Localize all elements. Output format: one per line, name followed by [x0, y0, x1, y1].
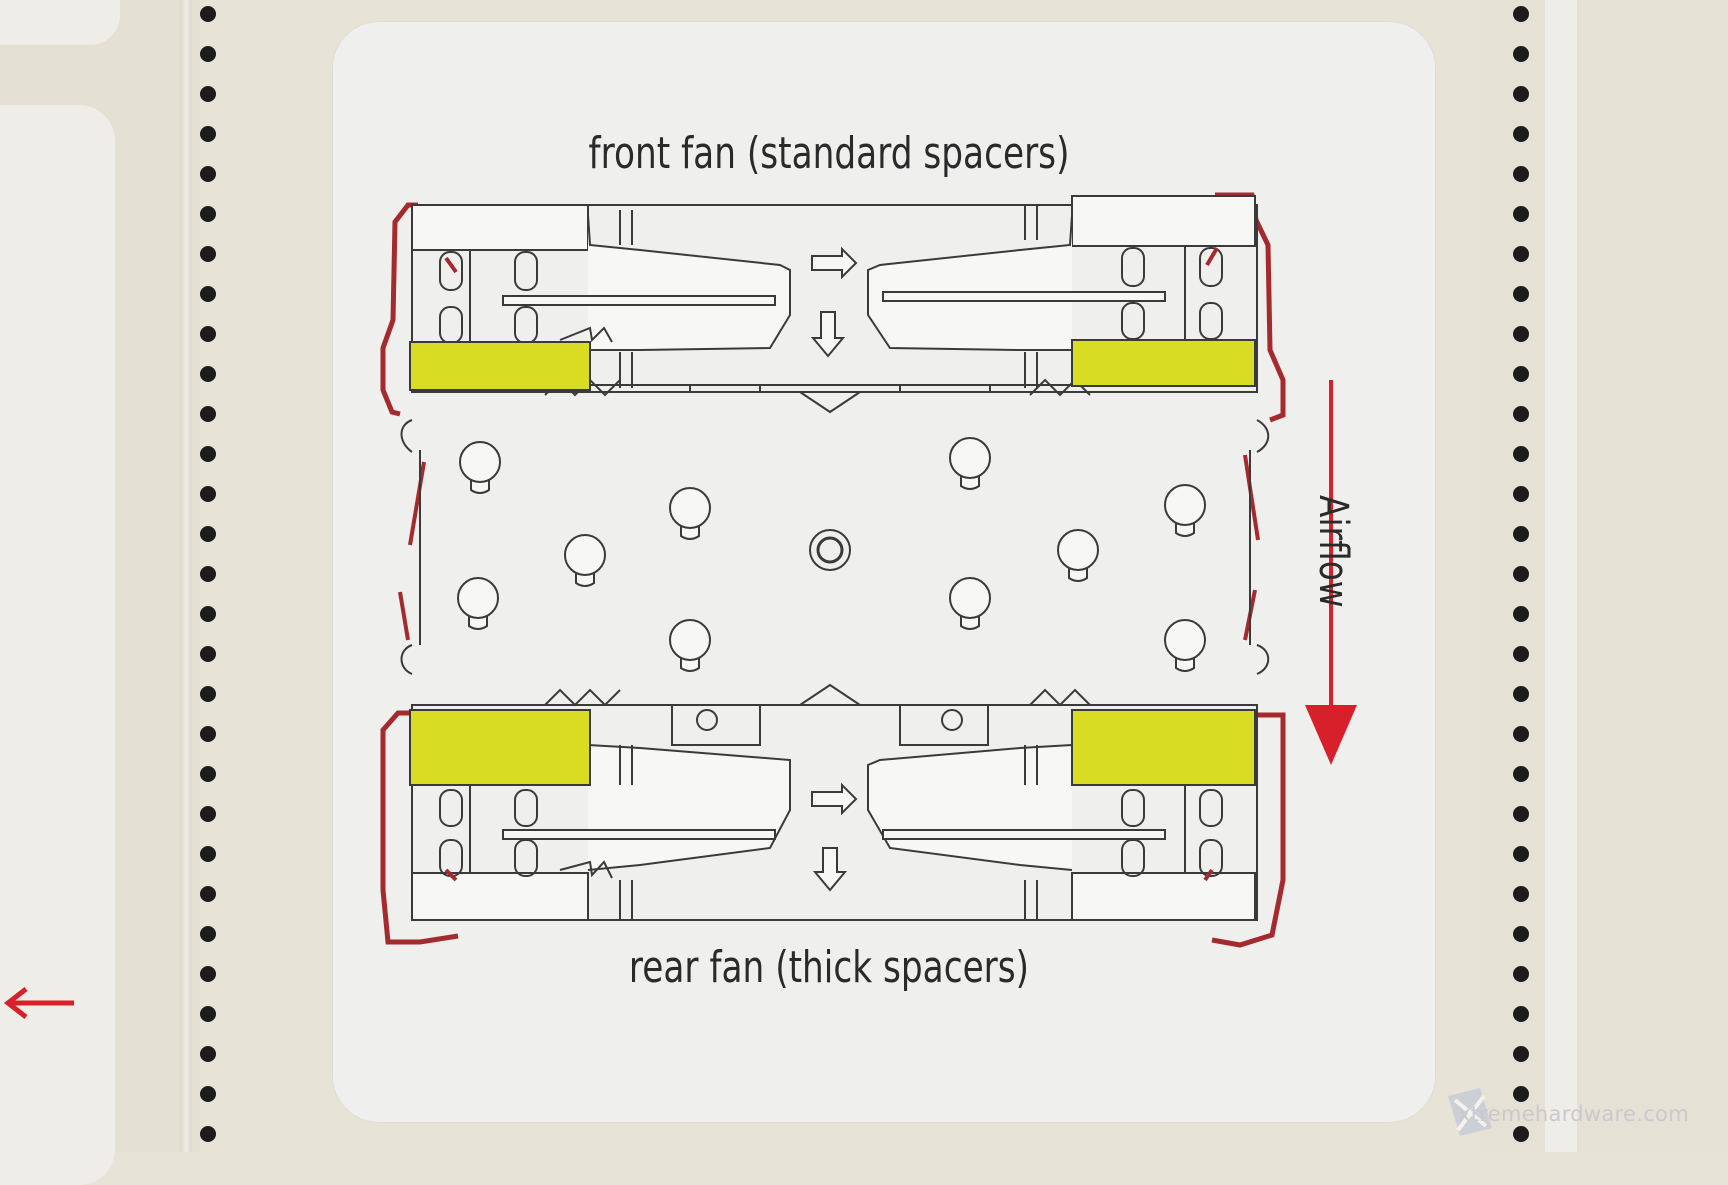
heatpipe-bulb [1164, 484, 1206, 537]
perforation-hole [200, 206, 216, 222]
perforation-left [200, 6, 216, 1142]
cooler-diagram [380, 192, 1492, 1136]
perforation-hole [1513, 1046, 1529, 1062]
perforation-hole [1513, 46, 1529, 62]
perforation-hole [200, 966, 216, 982]
perforation-hole [200, 766, 216, 782]
paper-edge [180, 0, 192, 1152]
arrow-right-outline-icon [811, 246, 858, 280]
perforation-hole [1513, 726, 1529, 742]
perforation-hole [1513, 86, 1529, 102]
front-left-spacer [409, 341, 591, 391]
perforation-hole [200, 86, 216, 102]
front-right-spacer [1071, 339, 1256, 387]
perforation-hole [1513, 526, 1529, 542]
perforation-hole [1513, 446, 1529, 462]
perforation-hole [200, 1046, 216, 1062]
heatpipe-bulb [564, 534, 606, 587]
perforation-hole [1513, 1086, 1529, 1102]
perforation-hole [200, 1086, 216, 1102]
perforation-hole [200, 686, 216, 702]
perforation-hole [1513, 326, 1529, 342]
rear-right-spacer [1071, 709, 1256, 786]
perforation-hole [1513, 206, 1529, 222]
watermark-logo [1448, 1088, 1492, 1136]
heatpipe-bulb [1164, 619, 1206, 672]
perforation-hole [200, 846, 216, 862]
perforation-hole [1513, 606, 1529, 622]
heatpipe-bulb [669, 619, 711, 672]
perforation-hole [200, 326, 216, 342]
perforation-hole [200, 1126, 216, 1142]
perforation-hole [1513, 766, 1529, 782]
watermark-text: xtremehardware.com [1458, 1102, 1689, 1126]
perforation-hole [1513, 406, 1529, 422]
perforation-hole [1513, 966, 1529, 982]
perforation-hole [1513, 686, 1529, 702]
arrow-down-icon [1305, 380, 1357, 765]
previous-card-edge [0, 0, 120, 45]
rear-left-spacer [409, 709, 591, 786]
perforation-hole [200, 806, 216, 822]
perforation-hole [200, 366, 216, 382]
heatpipe-bulb [459, 441, 501, 494]
perforation-hole [200, 886, 216, 902]
perforation-hole [200, 566, 216, 582]
arrow-right-outline-icon [811, 782, 858, 816]
perforation-hole [1513, 6, 1529, 22]
heatpipe-bulb [949, 437, 991, 490]
perforation-hole [200, 646, 216, 662]
perforation-hole [1513, 806, 1529, 822]
perforation-right [1513, 6, 1529, 1142]
perforation-hole [1513, 286, 1529, 302]
perforation-hole [1513, 886, 1529, 902]
perforation-hole [200, 726, 216, 742]
perforation-hole [1513, 486, 1529, 502]
arrow-left-icon [3, 987, 74, 1019]
heatpipe-bulb [457, 577, 499, 630]
perforation-hole [200, 126, 216, 142]
perforation-hole [1513, 166, 1529, 182]
perforation-hole [1513, 366, 1529, 382]
perforation-hole [200, 406, 216, 422]
perforation-hole [200, 526, 216, 542]
perforation-hole [200, 286, 216, 302]
perforation-hole [1513, 1006, 1529, 1022]
airflow-label: Airflow [1310, 495, 1356, 608]
perforation-hole [1513, 126, 1529, 142]
perforation-hole [1513, 646, 1529, 662]
perforation-hole [1513, 1126, 1529, 1142]
bottom-caption: rear fan (thick spacers) [628, 942, 1030, 993]
arrow-down-outline-icon [810, 311, 846, 358]
perforation-hole [200, 6, 216, 22]
perforation-hole [1513, 926, 1529, 942]
perforation-hole [200, 166, 216, 182]
perforation-hole [1513, 566, 1529, 582]
heatpipe-bulb [1057, 529, 1099, 582]
perforation-hole [1513, 246, 1529, 262]
heatpipe-bulb [669, 487, 711, 540]
perforation-hole [200, 446, 216, 462]
top-caption: front fan (standard spacers) [588, 128, 1070, 179]
perforation-hole [200, 246, 216, 262]
perforation-hole [200, 1006, 216, 1022]
perforation-hole [1513, 846, 1529, 862]
perforation-hole [200, 46, 216, 62]
right-paper-lip [1545, 0, 1577, 1152]
arrow-down-outline-icon [812, 847, 848, 892]
perforation-hole [200, 926, 216, 942]
perforation-hole [200, 486, 216, 502]
perforation-hole [200, 606, 216, 622]
heatpipe-bulb [949, 577, 991, 630]
